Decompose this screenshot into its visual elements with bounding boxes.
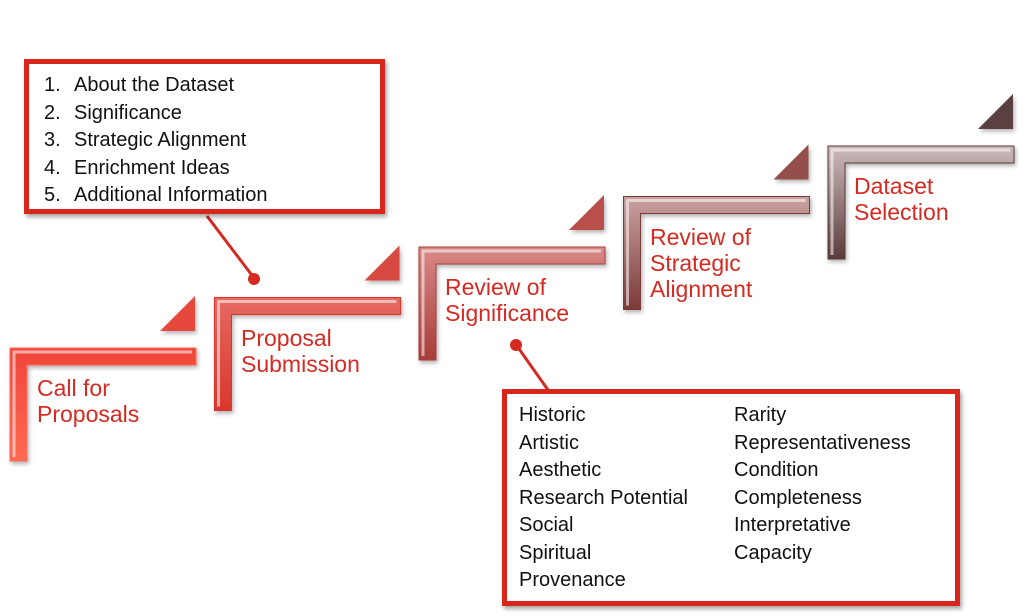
criterion: Capacity — [734, 541, 812, 564]
step-label-line: Proposals — [37, 401, 140, 427]
proposal-requirements-callout: 1. About the Dataset 2. Significance 3. Str… — [24, 59, 385, 214]
step-label-line: Dataset — [854, 173, 934, 199]
criterion: Rarity — [734, 404, 787, 426]
step-arrow-icon — [569, 195, 604, 230]
proposal-connector-line — [205, 215, 256, 279]
step-label-proposal-submission: Proposal Submission — [241, 325, 360, 377]
step-label-review-of-strategic-alignment: Review of Strategic Alignment — [650, 224, 752, 302]
list-text: Strategic Alignment — [74, 129, 247, 151]
list-number: 4. — [44, 156, 61, 179]
list-number: 2. — [44, 101, 61, 124]
criteria-column-right: Rarity Representativeness Condition Comp… — [734, 402, 911, 567]
step-label-line: Strategic — [650, 250, 741, 276]
criterion: Aesthetic — [519, 459, 602, 481]
step-arrow-icon — [160, 296, 195, 331]
step-dataset-selection — [827, 94, 1015, 260]
step-proposal-submission — [214, 245, 401, 411]
significance-criteria-callout: Historic Artistic Aesthetic Research Pot… — [502, 389, 960, 606]
step-arrow-icon — [978, 94, 1013, 129]
list-number: 1. — [44, 74, 61, 96]
criterion: Representativeness — [734, 431, 911, 454]
criterion: Spiritual — [519, 541, 592, 564]
list-text: Additional Information — [74, 184, 268, 206]
step-bevel-highlight — [830, 148, 1010, 255]
list-text: About the Dataset — [74, 74, 235, 96]
list-item: 1. About the Dataset — [44, 72, 380, 100]
step-label-line: Selection — [854, 199, 949, 225]
list-item: 3. Strategic Alignment — [44, 127, 380, 155]
step-label-line: Submission — [241, 351, 360, 377]
step-label-line: Significance — [445, 300, 570, 326]
step-arrow-icon — [773, 144, 809, 180]
step-bracket-proposal-submission — [214, 297, 401, 411]
significance-connector-dot — [510, 339, 522, 351]
step-label-line: Alignment — [650, 276, 753, 302]
criterion: Social — [519, 514, 574, 536]
proposal-requirements-list: 1. About the Dataset 2. Significance 3. Str… — [44, 72, 380, 210]
list-text: Enrichment Ideas — [74, 156, 230, 179]
step-label-call-for-proposals: Call for Proposals — [37, 375, 139, 427]
step-label-line: Review of — [445, 274, 546, 300]
step-bevel-highlight — [217, 300, 397, 407]
step-bracket-review-of-significance — [418, 246, 606, 361]
criterion: Historic — [519, 404, 586, 426]
list-item: 4. Enrichment Ideas — [44, 155, 380, 183]
criteria-column-left: Historic Artistic Aesthetic Research Pot… — [519, 402, 688, 595]
criterion: Provenance — [519, 569, 626, 591]
list-item: 5. Additional Information — [44, 182, 380, 210]
criterion: Interpretative — [734, 514, 851, 536]
step-bracket-dataset-selection — [827, 145, 1015, 260]
step-label-dataset-selection: Dataset Selection — [854, 173, 949, 225]
step-label-line: Review of — [650, 224, 751, 250]
criterion: Completeness — [734, 486, 862, 509]
step-bevel-highlight — [626, 199, 806, 306]
step-bevel-highlight — [421, 249, 601, 356]
criterion: Research Potential — [519, 486, 688, 509]
step-label-review-of-significance: Review of Significance — [445, 274, 569, 326]
proposal-connector-dot — [248, 273, 260, 285]
list-item: 2. Significance — [44, 100, 380, 128]
step-call-for-proposals — [9, 296, 197, 462]
step-bracket-review-of-strategic-alignment — [623, 196, 810, 310]
step-review-of-significance — [418, 195, 606, 361]
significance-connector-line — [515, 345, 550, 391]
list-text: Significance — [74, 101, 182, 124]
criterion: Condition — [734, 459, 819, 481]
step-arrow-icon — [364, 245, 400, 281]
criterion: Artistic — [519, 431, 579, 454]
step-label-line: Call for — [37, 375, 110, 401]
step-review-of-strategic-alignment — [623, 144, 810, 310]
step-label-line: Proposal — [241, 325, 332, 351]
list-number: 5. — [44, 184, 61, 206]
step-bevel-highlight — [12, 350, 192, 457]
step-bracket-call-for-proposals — [9, 347, 197, 462]
list-number: 3. — [44, 129, 61, 151]
